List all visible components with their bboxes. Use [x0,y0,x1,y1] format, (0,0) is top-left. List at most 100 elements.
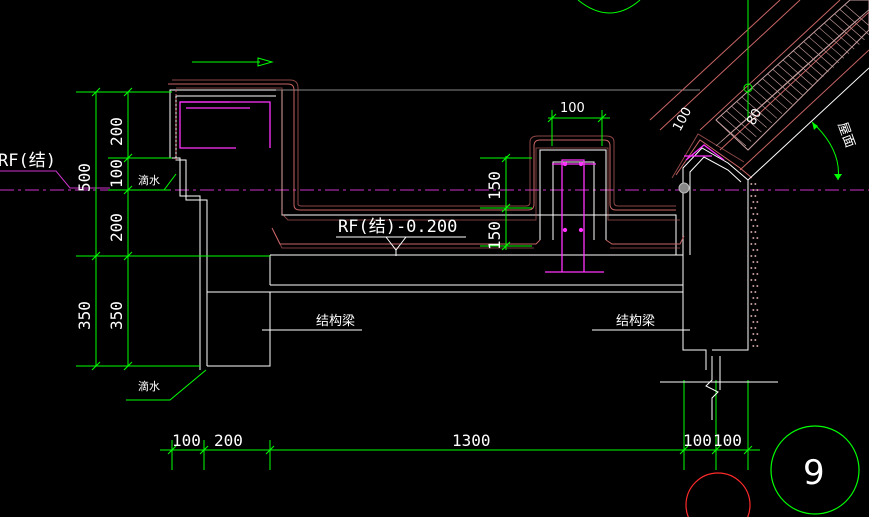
roof-slope-label: 屋面 [834,120,857,150]
wp-layer-5 [273,231,680,249]
roof-angle-arrow-2 [834,174,842,180]
insulation-dot [754,291,757,293]
texts: RF(结) RF(结)-0.200 滴水 滴水 结构梁 结构梁 屋面 9 200… [0,101,857,493]
dim-left-100: 100 [107,159,126,188]
roof-tile-line-2 [659,0,801,131]
dim-roof-100: 100 [670,105,695,134]
dim-left-350-inner: 350 [107,301,126,330]
roof-tile-line-6 [747,67,869,181]
rf-left-label: RF(结) [0,151,56,171]
insulation-dot [756,249,759,251]
insulation-dot [754,183,757,185]
right-break-mark [705,356,719,420]
insulation-dot [754,219,757,221]
rebar-dot-2 [578,161,584,167]
tick-l7 [123,251,133,261]
right-parapet [682,147,749,351]
insulation-dot [756,261,759,263]
insulation-dot [750,315,753,317]
dim-bottom-100-a: 100 [172,431,201,450]
dim-bottom-100-c: 100 [713,431,742,450]
rebar-dot-3 [562,227,568,233]
flow-arrow-head [257,57,274,67]
insulation-dot [754,279,757,281]
dim-upstand-150-top: 150 [485,171,504,200]
rebar-dot-1 [562,161,568,167]
tick-l1 [91,87,101,97]
insulation-dot [752,321,755,323]
dim-upstand-150-bot: 150 [485,221,504,250]
insulation-dot [750,303,753,305]
insulation-dot [752,273,755,275]
insulation-dot [754,303,757,305]
roof-tiles [649,0,869,181]
left-beam [207,292,271,367]
left-parapet-inner [175,95,276,366]
insulation-dot [750,279,753,281]
roof-tile-line-1 [649,0,781,121]
right-parapet-inner [689,156,742,255]
tick-l5 [123,153,133,163]
wp-layer-3 [176,87,680,221]
insulation-dot [754,255,757,257]
insulation-dot [756,285,759,287]
rebar-left-top [180,101,271,148]
tick-b6 [743,445,753,455]
insulation-dot [752,225,755,227]
tick-u2 [597,113,607,123]
insulation-dot [750,255,753,257]
structure-outline [169,89,749,370]
insulation-dot [756,213,759,215]
insulation-dot [756,309,759,311]
roof-node [743,83,753,93]
roof-tile-line-5 [739,49,869,171]
insulation-dot [752,237,755,239]
insulation-dot [750,291,753,293]
insulation-dot [756,297,759,299]
rebar-right-parapet [685,144,725,161]
roof-angle-arrow-1 [812,122,818,130]
tick-b1 [167,445,177,455]
insulation-dot [756,273,759,275]
left-parapet-outer [169,89,677,370]
tick-b3 [265,445,275,455]
upstand-outline [539,149,607,240]
waterproof-layers [168,79,753,249]
insulation-dot [754,231,757,233]
detail-number: 9 [803,453,825,493]
drip-leader-upper [128,173,177,191]
insulation-dot [752,249,755,251]
insulation-dot [752,189,755,191]
insulation-dot [752,285,755,287]
insulation-dot [750,195,753,197]
top-detail-arc [577,0,641,14]
drip-leader-lower [126,369,207,401]
detail-number-circle [770,425,860,515]
detail-markers [685,425,860,517]
rebar-left-u [179,101,236,149]
insulation-dot [754,195,757,197]
roof-hatch-line [844,4,869,26]
insulation-dot [756,189,759,191]
insulation-dot [750,339,753,341]
rebar [179,101,725,273]
tick-u1 [547,113,557,123]
dimensions [76,0,778,470]
dim-left-200-top: 200 [107,117,126,146]
roof-crosshatch [715,4,869,147]
rf-left-leader [0,170,110,189]
insulation-dot [752,333,755,335]
dim-bottom-1300: 1300 [452,431,491,450]
beam-right-label: 结构梁 [616,314,655,329]
insulation-dot [750,243,753,245]
rf-level-label: RF(结)-0.200 [338,217,457,237]
tick-l2 [91,251,101,261]
insulation-dot [750,267,753,269]
roof-pivot [678,182,690,194]
dim-roof-80: 80 [744,106,765,128]
wp-layer-4 [271,227,685,245]
insulation-dot [750,231,753,233]
upstand-inner [552,161,595,240]
tick-b2 [199,445,209,455]
